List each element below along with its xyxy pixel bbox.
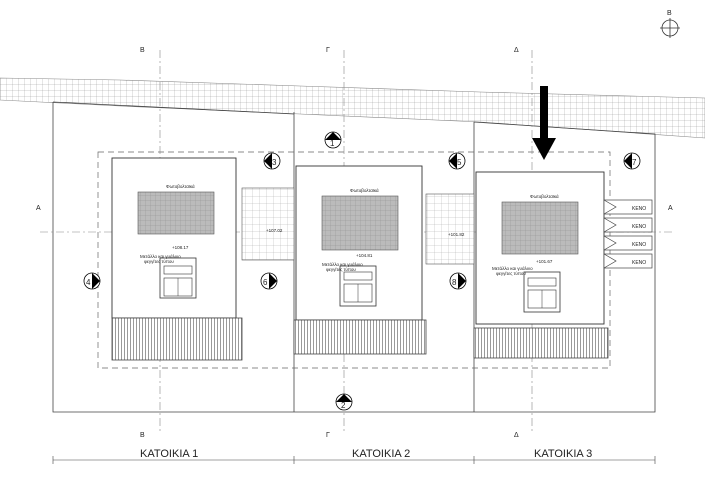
section-label-top-g: Γ xyxy=(326,47,330,54)
note-2-line2: φεγγίτες τύπου xyxy=(326,266,356,272)
section-marker-top: B Γ Δ xyxy=(140,47,519,54)
level-1: +108.17 xyxy=(172,245,189,250)
note-3-line1: Μετάλλο και γυάλινο xyxy=(492,265,533,271)
courtyard-level-1: +107.02 xyxy=(266,228,283,233)
level-2: +104.81 xyxy=(356,253,373,258)
courtyard-level-2: +101.82 xyxy=(448,232,465,237)
pv-panels-1 xyxy=(137,191,215,235)
section-label-side-left: A xyxy=(36,205,41,212)
note-3-line2: φεγγίτες τύπου xyxy=(496,270,526,276)
section-label-top-b: B xyxy=(140,47,145,54)
pv-label-2: Φωτοβολταϊκά xyxy=(350,187,379,193)
view-marker-1: 1 xyxy=(324,131,342,149)
view-markers: 1 2 3 4 5 6 7 xyxy=(83,131,641,411)
section-label-bottom-d: Δ xyxy=(514,432,519,439)
dimension-line xyxy=(52,456,656,464)
svg-text:3: 3 xyxy=(272,158,277,167)
view-marker-7: 7 xyxy=(623,152,641,170)
note-1-line1: Μετάλλο και γυάλινο xyxy=(140,253,181,259)
pv-label-1: Φωτοβολταϊκά xyxy=(166,183,195,189)
section-label-bottom-g: Γ xyxy=(326,432,330,439)
section-marker-bottom: B Γ Δ xyxy=(140,432,519,439)
courtyard-1 xyxy=(241,187,295,261)
house-2-plan xyxy=(293,165,427,355)
level-3: +101.67 xyxy=(536,259,553,264)
view-marker-3: 3 xyxy=(263,152,281,170)
storage-units xyxy=(603,199,653,269)
pergola-3 xyxy=(473,327,609,359)
storage-label-3: ΚΕΝΟ xyxy=(632,242,646,248)
house-1-plan xyxy=(111,157,243,361)
view-marker-6: 6 xyxy=(260,272,278,290)
section-label-side-right: A xyxy=(668,205,673,212)
storage-label-4: ΚΕΝΟ xyxy=(632,260,646,266)
view-marker-4: 4 xyxy=(83,272,101,290)
house-title-3: ΚΑΤΟΙΚΙΑ 3 xyxy=(534,448,592,460)
storage-label-1: ΚΕΝΟ xyxy=(632,206,646,212)
note-1-line2: φεγγίτες τύπου xyxy=(144,258,174,264)
storage-label-2: ΚΕΝΟ xyxy=(632,224,646,230)
pv-panels-3 xyxy=(501,201,579,255)
entrance-arrow-icon xyxy=(532,86,556,160)
house-title-1: ΚΑΤΟΙΚΙΑ 1 xyxy=(140,448,198,460)
pergola-2 xyxy=(293,319,427,355)
house-3-plan xyxy=(473,171,609,359)
svg-text:1: 1 xyxy=(330,139,335,148)
view-marker-8: 8 xyxy=(449,272,467,290)
terrain-band xyxy=(0,77,705,139)
svg-text:6: 6 xyxy=(263,278,268,287)
section-label-bottom-b: B xyxy=(140,432,145,439)
svg-text:2: 2 xyxy=(341,401,346,410)
north-arrow-icon: B xyxy=(660,10,680,38)
pv-panels-2 xyxy=(321,195,399,251)
pergola-1 xyxy=(111,317,243,361)
svg-text:8: 8 xyxy=(452,278,457,287)
svg-text:7: 7 xyxy=(632,158,637,167)
view-marker-5: 5 xyxy=(448,152,466,170)
north-label: B xyxy=(667,10,672,17)
section-label-top-d: Δ xyxy=(514,47,519,54)
svg-text:5: 5 xyxy=(457,158,462,167)
note-2-line1: Μετάλλο και γυάλινο xyxy=(322,261,363,267)
svg-text:4: 4 xyxy=(86,278,91,287)
house-title-2: ΚΑΤΟΙΚΙΑ 2 xyxy=(352,448,410,460)
pv-label-3: Φωτοβολταϊκά xyxy=(530,193,559,199)
courtyard-2 xyxy=(425,193,475,265)
site-boundary xyxy=(52,101,656,413)
view-marker-2: 2 xyxy=(335,393,353,411)
